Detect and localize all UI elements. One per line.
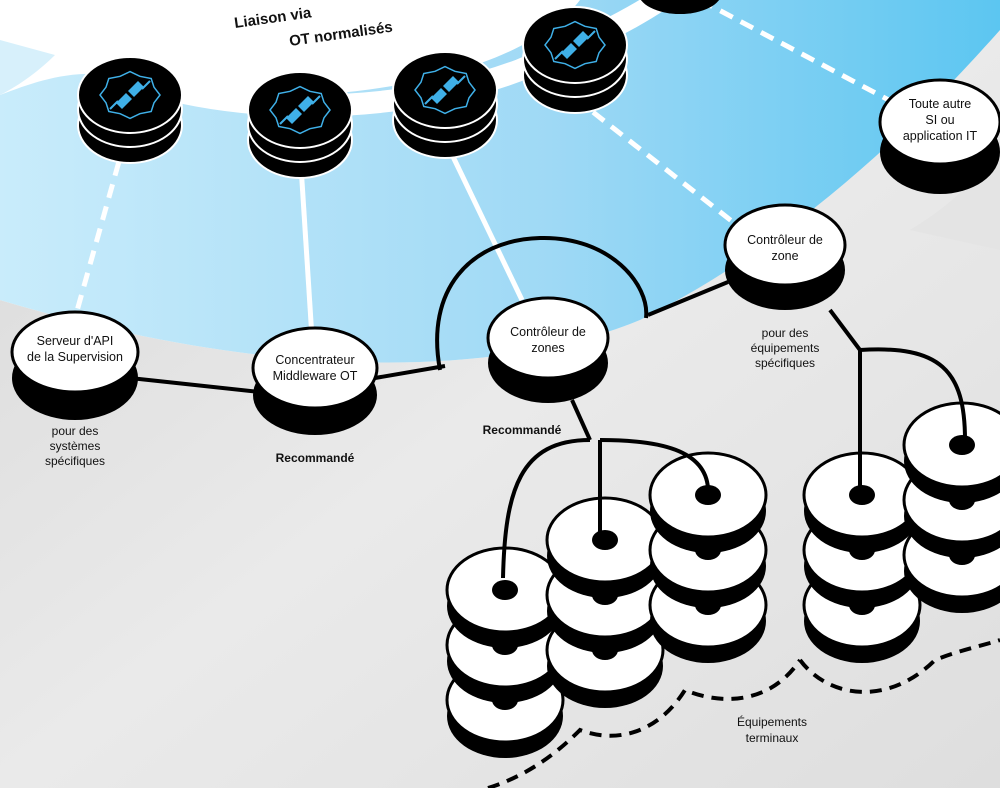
link-solid-middleware <box>297 149 315 339</box>
middleware-label-2: Middleware OT <box>273 369 358 383</box>
partial-top-puck <box>640 0 720 14</box>
link-dashed-right <box>573 96 740 228</box>
api-server-label-2: de la Supervision <box>27 350 123 364</box>
middleware-label-1: Concentrateur <box>275 353 354 367</box>
node-other-si[interactable]: Toute autre SI ou application IT <box>878 78 1000 194</box>
dashed-outlines <box>487 638 1000 790</box>
device-stack <box>902 401 1000 613</box>
middleware-recommended: Recommandé <box>276 451 355 465</box>
terminal-caption-1: Équipements <box>737 714 807 729</box>
zone-center-recommended: Recommandé <box>483 423 562 437</box>
node-zone-controller-right[interactable]: Contrôleur de zone <box>723 203 847 310</box>
link-middleware-center <box>374 364 446 380</box>
header-line-1: Liaison via <box>233 4 313 32</box>
link-to-stack-3 <box>599 438 710 489</box>
node-zone-controller-center[interactable]: Contrôleur de zones <box>486 296 610 403</box>
connector-puck[interactable] <box>522 6 628 114</box>
inner-light-band <box>0 40 55 95</box>
api-caption-3: spécifiques <box>45 454 105 468</box>
caption-api-server: pour des systèmes spécifiques <box>45 424 105 468</box>
api-server-label-1: Serveur d'API <box>37 334 114 348</box>
link-solid-center <box>442 138 525 302</box>
node-api-server[interactable]: Serveur d'API de la Supervision <box>10 310 140 420</box>
other-si-label-1: Toute autre <box>909 97 972 111</box>
header-line-2: OT normalisés <box>288 19 394 50</box>
stack-links <box>501 347 967 579</box>
grey-top-right-wedge <box>910 140 1000 250</box>
link-dashed-top-right <box>698 0 902 109</box>
other-si-label-2: SI ou <box>925 113 954 127</box>
device-port-icon <box>695 485 721 505</box>
caption-terminal-devices: Équipements terminaux <box>737 714 807 745</box>
device-stack <box>545 496 665 708</box>
link-to-stack-1 <box>501 438 591 579</box>
caption-zone-right: pour des équipements spécifiques <box>751 326 820 370</box>
link-api-middleware <box>129 376 261 394</box>
plug-connector-icon <box>414 65 476 115</box>
connector-puck[interactable] <box>392 51 498 159</box>
connector-puck[interactable] <box>77 56 183 164</box>
blue-outer-band <box>0 0 1000 363</box>
plug-connector-icon <box>544 20 606 70</box>
link-right-to-devices <box>828 308 862 352</box>
zone-right-caption-1: pour des <box>762 326 809 340</box>
zone-center-label-1: Contrôleur de <box>510 325 586 339</box>
device-port-icon <box>949 435 975 455</box>
connector-links <box>72 0 902 339</box>
zone-right-caption-3: spécifiques <box>755 356 815 370</box>
link-dashed-api <box>72 139 128 319</box>
terminal-device-stacks <box>445 401 1000 758</box>
device-stack <box>802 451 922 663</box>
device-port-icon <box>492 580 518 600</box>
dashed-outline-left <box>487 658 802 790</box>
device-stack <box>445 546 565 758</box>
zone-right-label-2: zone <box>771 249 798 263</box>
zone-right-label-1: Contrôleur de <box>747 233 823 247</box>
other-si-label-3: application IT <box>903 129 978 143</box>
api-caption-1: pour des <box>52 424 99 438</box>
terminal-caption-2: terminaux <box>746 731 799 745</box>
connector-puck[interactable] <box>247 71 353 179</box>
black-links <box>129 235 862 441</box>
zone-center-label-2: zones <box>531 341 564 355</box>
api-caption-2: systèmes <box>50 439 101 453</box>
connector-pucks <box>77 6 628 179</box>
link-center-right <box>647 280 729 317</box>
link-center-to-devices <box>570 399 592 441</box>
plug-connector-icon <box>99 70 161 120</box>
node-middleware[interactable]: Concentrateur Middleware OT <box>251 326 379 435</box>
plug-connector-icon <box>269 85 331 135</box>
device-stack <box>648 451 768 663</box>
device-port-icon <box>592 530 618 550</box>
device-port-icon <box>849 485 875 505</box>
header-title: Liaison via OT normalisés <box>233 4 394 50</box>
arc-center-controller <box>435 235 649 371</box>
zone-right-caption-2: équipements <box>751 341 820 355</box>
link-right-branch-2 <box>859 347 967 441</box>
